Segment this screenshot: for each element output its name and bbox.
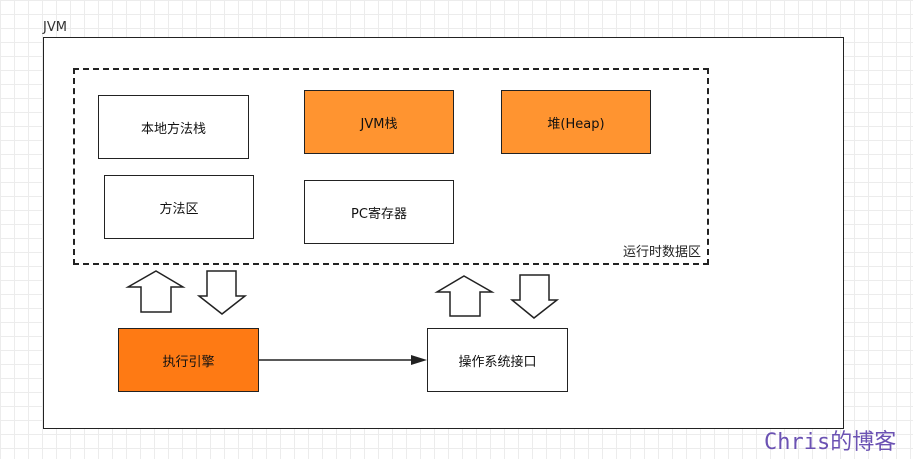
runtime-data-area-label: 运行时数据区	[623, 245, 702, 260]
runtime-data-area	[73, 68, 709, 265]
arrow-up-icon	[125, 270, 186, 313]
os-interface-box: 操作系统接口	[427, 328, 568, 392]
arrow-down-icon	[196, 270, 248, 315]
pc-register-box: PC寄存器	[304, 180, 454, 244]
jvm-label: JVM	[43, 20, 67, 35]
method-area-box: 方法区	[104, 175, 254, 239]
execution-engine-box: 执行引擎	[118, 328, 259, 392]
jvm-stack-box: JVM栈	[304, 90, 454, 154]
arrowhead-icon	[411, 355, 427, 365]
arrow-up-icon	[434, 275, 495, 317]
watermark-text: Chris的博客	[764, 430, 897, 455]
heap-box: 堆(Heap)	[501, 90, 651, 154]
native-method-stack-box: 本地方法栈	[98, 95, 249, 159]
arrow-down-icon	[509, 274, 560, 319]
